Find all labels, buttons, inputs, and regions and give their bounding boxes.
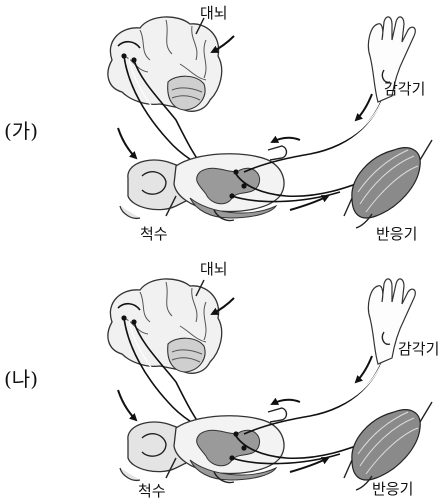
- spinal-cord-label-ga: 척수: [140, 225, 168, 243]
- panel-label-na: (나): [4, 367, 38, 391]
- receptor-label-na: 감각기: [398, 340, 439, 358]
- brain-icon: [108, 17, 432, 228]
- spinal-cord-label-na: 척수: [138, 482, 166, 500]
- panel-na: (나) 대뇌 감각기 척수 반응기: [4, 260, 439, 500]
- brain-label-na: 대뇌: [200, 260, 228, 278]
- brain-label-ga: 대뇌: [200, 4, 228, 22]
- receptor-label-ga: 감각기: [384, 80, 425, 98]
- effector-label-na: 반응기: [372, 480, 413, 498]
- panel-ga: (가) 대뇌 감각기 척수 반응기: [4, 4, 432, 243]
- panel-label-ga: (가): [4, 119, 38, 143]
- effector-label-ga: 반응기: [376, 225, 417, 243]
- hand-icon: [108, 279, 432, 490]
